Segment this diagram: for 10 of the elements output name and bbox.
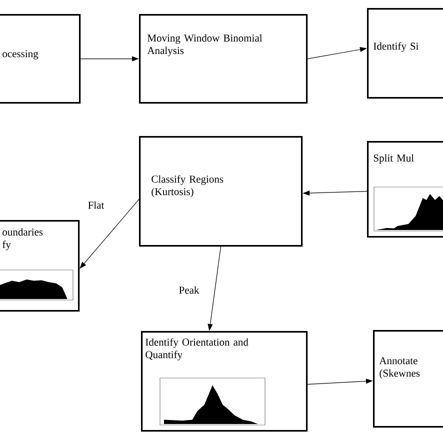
edge-label: Peak [178, 285, 200, 295]
process-box: ocessing [0, 14, 81, 104]
process-box: Classify Regions (Kurtosis) [139, 136, 303, 247]
process-box: Annotate (Skewnes [373, 330, 443, 428]
process-box: Identify Orientation and Quantify [141, 331, 308, 432]
edge-label: Flat [86, 200, 106, 210]
process-box: Moving Window Binomial Analysis [139, 14, 308, 104]
process-box: Identify Si [367, 8, 443, 99]
process-box: Split Mul [367, 141, 443, 238]
process-box: oundaries fy [0, 220, 80, 312]
